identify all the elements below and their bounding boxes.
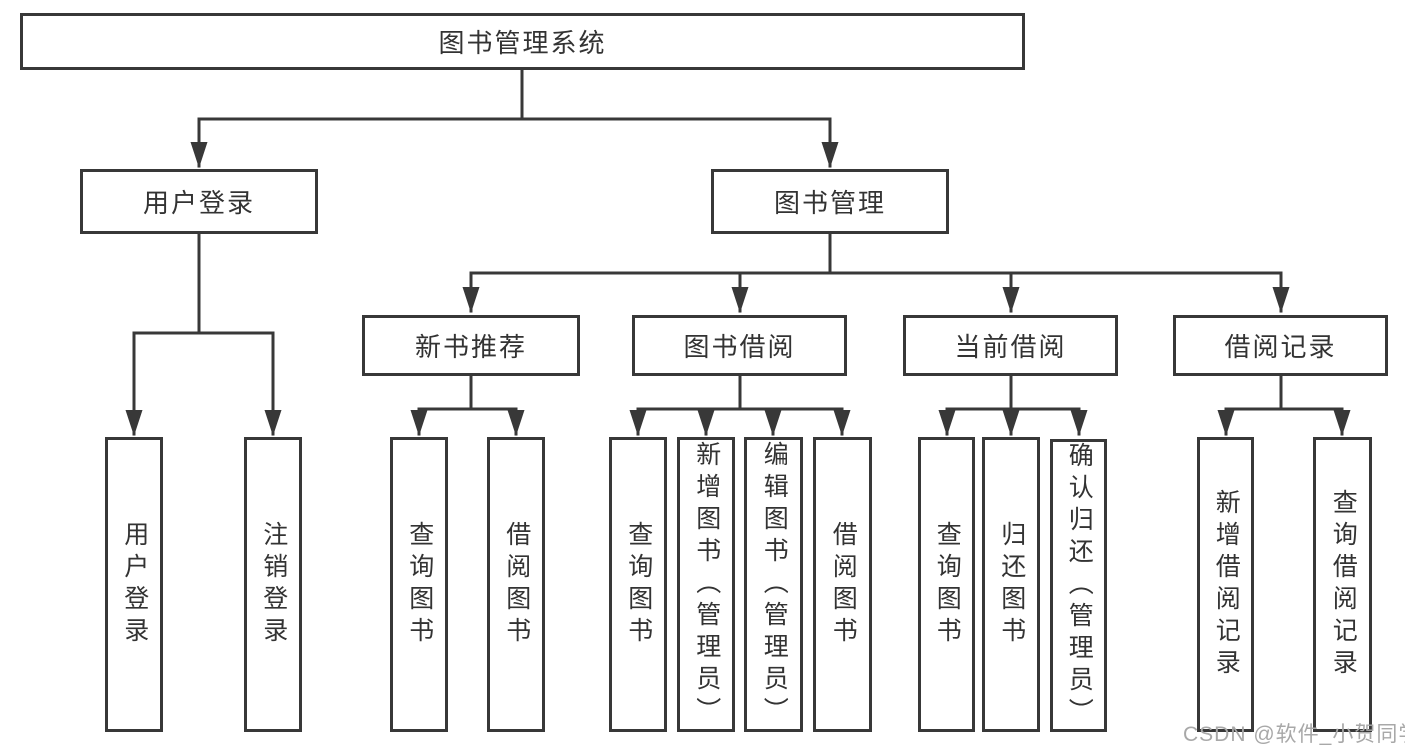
node-new-book-recommendation-label: 新书推荐 [414,332,527,362]
node-current-borrowing: 当前借阅 [903,315,1118,376]
node-book-management: 图书管理 [711,169,949,234]
leaf-query-books-recommend: 查询图书 [390,437,448,732]
csdn-watermark: CSDN @软件_小贺同学 [1183,723,1405,746]
leaf-add-book-admin: 新增图书（管理员） [677,437,735,732]
node-book-borrowing-label: 图书借阅 [683,332,796,362]
leaf-add-borrow-record-label: 新增借阅记录 [1212,488,1241,681]
leaf-logout-label: 注销登录 [259,520,288,649]
leaf-borrow-books-recommend: 借阅图书 [487,437,545,732]
leaf-query-borrow-record-label: 查询借阅记录 [1329,488,1358,681]
node-user-login: 用户登录 [80,169,318,234]
leaf-query-books-current-label: 查询图书 [933,520,962,649]
leaf-confirm-return-admin-label: 确认归还（管理员） [1065,442,1094,730]
leaf-user-login: 用户登录 [105,437,163,732]
leaf-logout: 注销登录 [244,437,302,732]
leaf-return-books: 归还图书 [982,437,1040,732]
node-book-borrowing: 图书借阅 [632,315,847,376]
leaf-borrow-books-borrowing-label: 借阅图书 [829,520,858,649]
leaf-edit-book-admin: 编辑图书（管理员） [744,437,803,732]
node-library-management-system: 图书管理系统 [20,13,1025,70]
node-library-management-system-label: 图书管理系统 [438,28,607,58]
node-borrowing-records-label: 借阅记录 [1224,332,1337,362]
leaf-borrow-books-borrowing: 借阅图书 [813,437,872,732]
node-book-management-label: 图书管理 [773,188,886,218]
leaf-edit-book-admin-label: 编辑图书（管理员） [760,440,789,729]
leaf-query-books-recommend-label: 查询图书 [405,520,434,649]
leaf-user-login-label: 用户登录 [120,520,149,649]
leaf-add-borrow-record: 新增借阅记录 [1197,437,1254,732]
node-current-borrowing-label: 当前借阅 [954,332,1067,362]
node-borrowing-records: 借阅记录 [1173,315,1388,376]
leaf-query-books-borrowing-label: 查询图书 [624,520,653,649]
leaf-query-borrow-record: 查询借阅记录 [1313,437,1372,732]
leaf-borrow-books-recommend-label: 借阅图书 [502,520,531,649]
leaf-query-books-borrowing: 查询图书 [609,437,667,732]
leaf-query-books-current: 查询图书 [918,437,975,732]
leaf-confirm-return-admin: 确认归还（管理员） [1050,439,1107,732]
leaf-return-books-label: 归还图书 [997,520,1026,649]
node-new-book-recommendation: 新书推荐 [362,315,580,376]
leaf-add-book-admin-label: 新增图书（管理员） [692,440,721,729]
node-user-login-label: 用户登录 [142,188,255,218]
